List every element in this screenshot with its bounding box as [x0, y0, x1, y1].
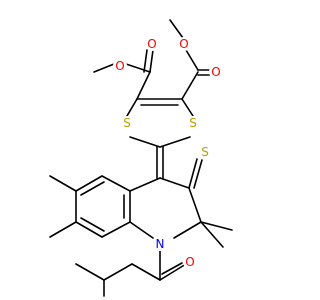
bond: [149, 49, 154, 73]
molecule-structure: O O O O S S S N: [49, 19, 233, 297]
bond: [169, 19, 184, 39]
bond: [101, 221, 131, 238]
bond: [49, 175, 77, 192]
bond: [159, 177, 190, 189]
bond: [159, 263, 187, 281]
atom-o-amide: O: [183, 255, 197, 269]
bond-layer: [49, 19, 233, 297]
atom-label: S: [189, 116, 197, 130]
bond: [75, 221, 103, 238]
bond: [131, 263, 161, 281]
atom-n-quinoline: N: [153, 237, 167, 251]
bond: [185, 49, 199, 71]
bond: [161, 262, 183, 275]
atom-o-ether-ester-right: O: [177, 37, 191, 51]
bond: [188, 187, 202, 223]
bond: [188, 158, 198, 189]
bond: [129, 177, 161, 192]
bond: [159, 136, 191, 148]
bond: [103, 263, 133, 281]
atom-label-layer: O O O O S S S N: [113, 37, 223, 269]
bond: [136, 71, 151, 100]
atom-label: O: [179, 37, 188, 51]
atom-o-ketone-ester-left: O: [145, 37, 159, 51]
atom-label: S: [201, 145, 209, 159]
bond: [101, 175, 131, 192]
atom-label: O: [115, 59, 124, 73]
atom-o-ether-ester-left: O: [113, 59, 127, 73]
bond: [181, 98, 194, 117]
bond: [193, 159, 203, 189]
bond: [173, 221, 202, 239]
bond: [125, 63, 151, 73]
bond: [181, 71, 199, 100]
atom-label: S: [123, 116, 131, 130]
bond: [129, 136, 161, 148]
atom-s-ring-left: S: [120, 116, 134, 130]
bond: [129, 221, 154, 239]
bond: [126, 98, 138, 117]
atom-label: O: [147, 37, 156, 51]
bond: [80, 217, 105, 232]
bond: [143, 49, 148, 73]
atom-o-ketone-ester-right: O: [209, 65, 223, 79]
bond: [200, 221, 224, 248]
bond: [75, 175, 103, 192]
bond: [75, 263, 105, 281]
atom-label: N: [156, 237, 165, 251]
bond: [49, 221, 77, 238]
atom-s-ring-right: S: [186, 116, 200, 130]
atom-s-thione: S: [198, 145, 212, 159]
atom-label: O: [185, 255, 194, 269]
bond: [93, 63, 115, 73]
atom-label: O: [211, 65, 220, 79]
bond: [80, 181, 105, 196]
bond: [200, 221, 233, 231]
